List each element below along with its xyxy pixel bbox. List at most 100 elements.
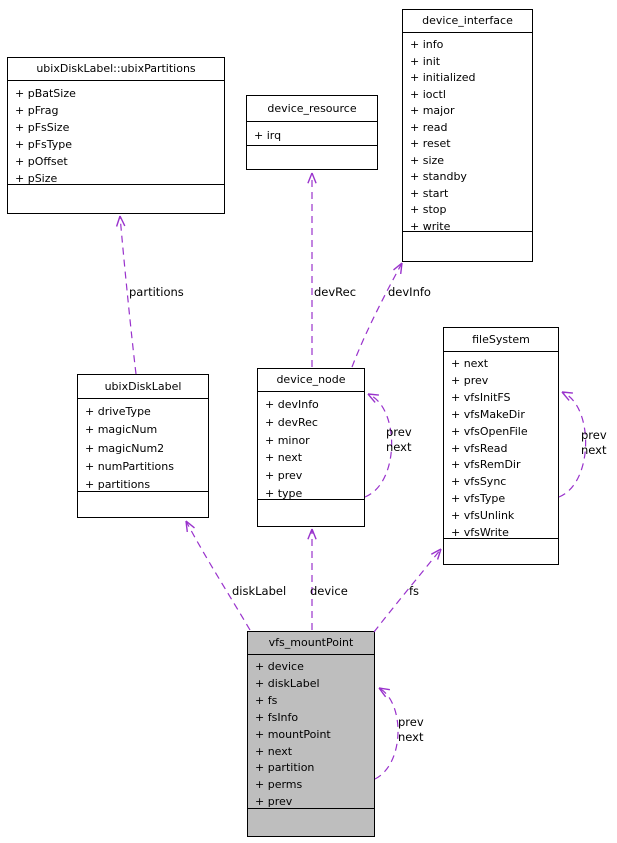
class-box-ubixDiskLabel[interactable]: ubixDiskLabel + driveType + magicNum + magi…	[77, 374, 209, 518]
open-arrowhead-icon	[119, 215, 126, 227]
open-arrowhead-icon	[185, 520, 195, 529]
edge-label-fileSystem_loop: prev next	[581, 428, 607, 457]
open-arrowhead-icon	[307, 528, 313, 540]
class-attribute: + vfsWrite	[451, 526, 509, 538]
class-attribute: + initialized	[410, 71, 476, 84]
class-box-device_interface[interactable]: device_interface + info + init + initialize…	[402, 9, 533, 262]
class-attribute: + pBatSize	[15, 87, 76, 100]
class-name: device_node	[258, 369, 364, 392]
edge-label-device: device	[310, 584, 348, 598]
class-attribute: + ioctl	[410, 87, 446, 101]
class-attribute: + vfsUnlink	[451, 509, 515, 523]
class-attribute: + diskLabel	[255, 676, 320, 690]
edge-label-vfs_mountPoint_loop: prev next	[398, 715, 424, 744]
open-arrowhead-icon	[400, 262, 403, 274]
open-arrowhead-icon	[367, 393, 379, 396]
class-methods-section	[444, 538, 558, 564]
class-attributes: + next + prev + vfsInitFS + vfsMakeDir + vfs…	[444, 352, 558, 538]
class-attribute: + perms	[255, 778, 303, 792]
class-attribute: + magicNum2	[85, 441, 165, 455]
class-attribute: + devRec	[265, 415, 318, 429]
class-attribute: + partitions	[85, 478, 151, 491]
class-attribute: + partition	[255, 761, 315, 775]
class-attribute: + pFsType	[15, 138, 73, 151]
class-attribute: + fsInfo	[255, 710, 299, 724]
class-attribute: + prev	[265, 469, 303, 483]
class-box-vfs_mountPoint[interactable]: vfs_mountPoint+ device+ diskLabel+ fs+ f…	[247, 631, 375, 837]
class-methods-section	[78, 491, 208, 517]
class-attributes: + driveType+ magicNum+ magicNum2+ numPar…	[78, 399, 208, 491]
class-name: ubixDiskLabel::ubixPartitions	[8, 58, 224, 81]
class-attribute: + vfsType	[451, 492, 506, 506]
class-attribute: + prev	[451, 373, 489, 387]
class-attribute: + vfsRead	[451, 441, 508, 455]
open-arrowhead-icon	[311, 528, 317, 540]
class-attribute: + devInfo	[265, 398, 319, 411]
edge-label-devRec: devRec	[314, 285, 357, 299]
class-attribute: + fs	[255, 693, 278, 707]
edge-label-diskLabel: diskLabel	[232, 584, 287, 598]
open-arrowhead-icon	[378, 687, 391, 691]
class-attribute: + driveType	[85, 405, 151, 418]
open-arrowhead-icon	[430, 548, 442, 555]
class-attribute: + vfsSync	[451, 475, 507, 489]
class-attribute: + prev	[255, 795, 293, 808]
class-attribute: + pOffset	[15, 155, 68, 168]
class-attribute: + vfsMakeDir	[451, 407, 525, 421]
class-attribute: + next	[451, 357, 489, 370]
class-attribute: + size	[410, 153, 445, 167]
class-box-ubixPartitions[interactable]: ubixDiskLabel::ubixPartitions+ pBatSize+…	[7, 57, 225, 214]
open-arrowhead-icon	[561, 391, 570, 401]
edge-diskLabel	[185, 520, 251, 631]
open-arrowhead-icon	[378, 687, 387, 698]
class-attribute: + next	[265, 451, 303, 465]
class-attributes: + info + init + initialized + ioctl + major +…	[403, 33, 532, 231]
open-arrowhead-icon	[393, 262, 403, 271]
class-attribute: + vfsRemDir	[451, 458, 521, 472]
class-attribute: + device	[255, 660, 304, 673]
class-name: ubixDiskLabel	[78, 375, 208, 399]
edge-fs	[373, 548, 442, 633]
class-name: fileSystem	[444, 328, 558, 352]
class-attributes: + pBatSize + pFrag + pFsSize + pFsType + pOf…	[8, 81, 224, 184]
class-attribute: + mountPoint	[255, 727, 331, 741]
class-attribute: + pFrag	[15, 104, 59, 117]
class-attribute: + start	[410, 186, 449, 200]
class-attribute: + standby	[410, 170, 467, 183]
edge-label-fs: fs	[409, 584, 420, 598]
class-attribute: + next	[255, 744, 293, 758]
class-attribute: + pSize	[15, 172, 58, 184]
open-arrowhead-icon	[185, 520, 188, 532]
class-attribute: + irq	[254, 129, 282, 142]
class-attribute: + stop	[410, 203, 447, 216]
edge-label-partitions: partitions	[129, 285, 184, 299]
class-attribute: + vfsInitFS	[451, 390, 511, 404]
edge-vfs_mountPoint_loop	[374, 687, 399, 780]
edge-label-device_node_loop: prev next	[386, 425, 412, 454]
open-arrowhead-icon	[311, 172, 317, 184]
class-box-device_resource[interactable]: device_resource+ irq	[246, 95, 378, 170]
class-attribute: + pFsSize	[15, 121, 70, 134]
class-box-device_node[interactable]: device_node+ devInfo+ devRec+ minor+ nex…	[257, 368, 365, 527]
class-methods-section	[8, 184, 224, 213]
open-arrowhead-icon	[115, 215, 121, 227]
class-attribute: + info	[410, 38, 444, 51]
class-attribute: + major	[410, 104, 455, 117]
class-name: device_interface	[403, 10, 532, 33]
class-attribute: + init	[410, 54, 441, 68]
class-attribute: + magicNum	[85, 423, 158, 437]
open-arrowhead-icon	[436, 548, 442, 560]
class-attribute: + read	[410, 120, 448, 134]
class-methods-section	[248, 808, 374, 836]
open-arrowhead-icon	[367, 393, 376, 403]
class-attributes: + devInfo+ devRec+ minor+ next+ prev+ ty…	[258, 392, 364, 499]
edge-label-devInfo: devInfo	[388, 285, 431, 299]
class-attributes: + irq	[247, 122, 377, 145]
class-methods-section	[247, 145, 377, 169]
class-attribute: + write	[410, 219, 451, 232]
class-box-fileSystem[interactable]: fileSystem + next + prev + vfsInitFS + vfsMa…	[443, 327, 559, 565]
edge-devInfo	[351, 262, 403, 368]
open-arrowhead-icon	[561, 391, 573, 394]
class-attribute: + vfsOpenFile	[451, 424, 528, 438]
